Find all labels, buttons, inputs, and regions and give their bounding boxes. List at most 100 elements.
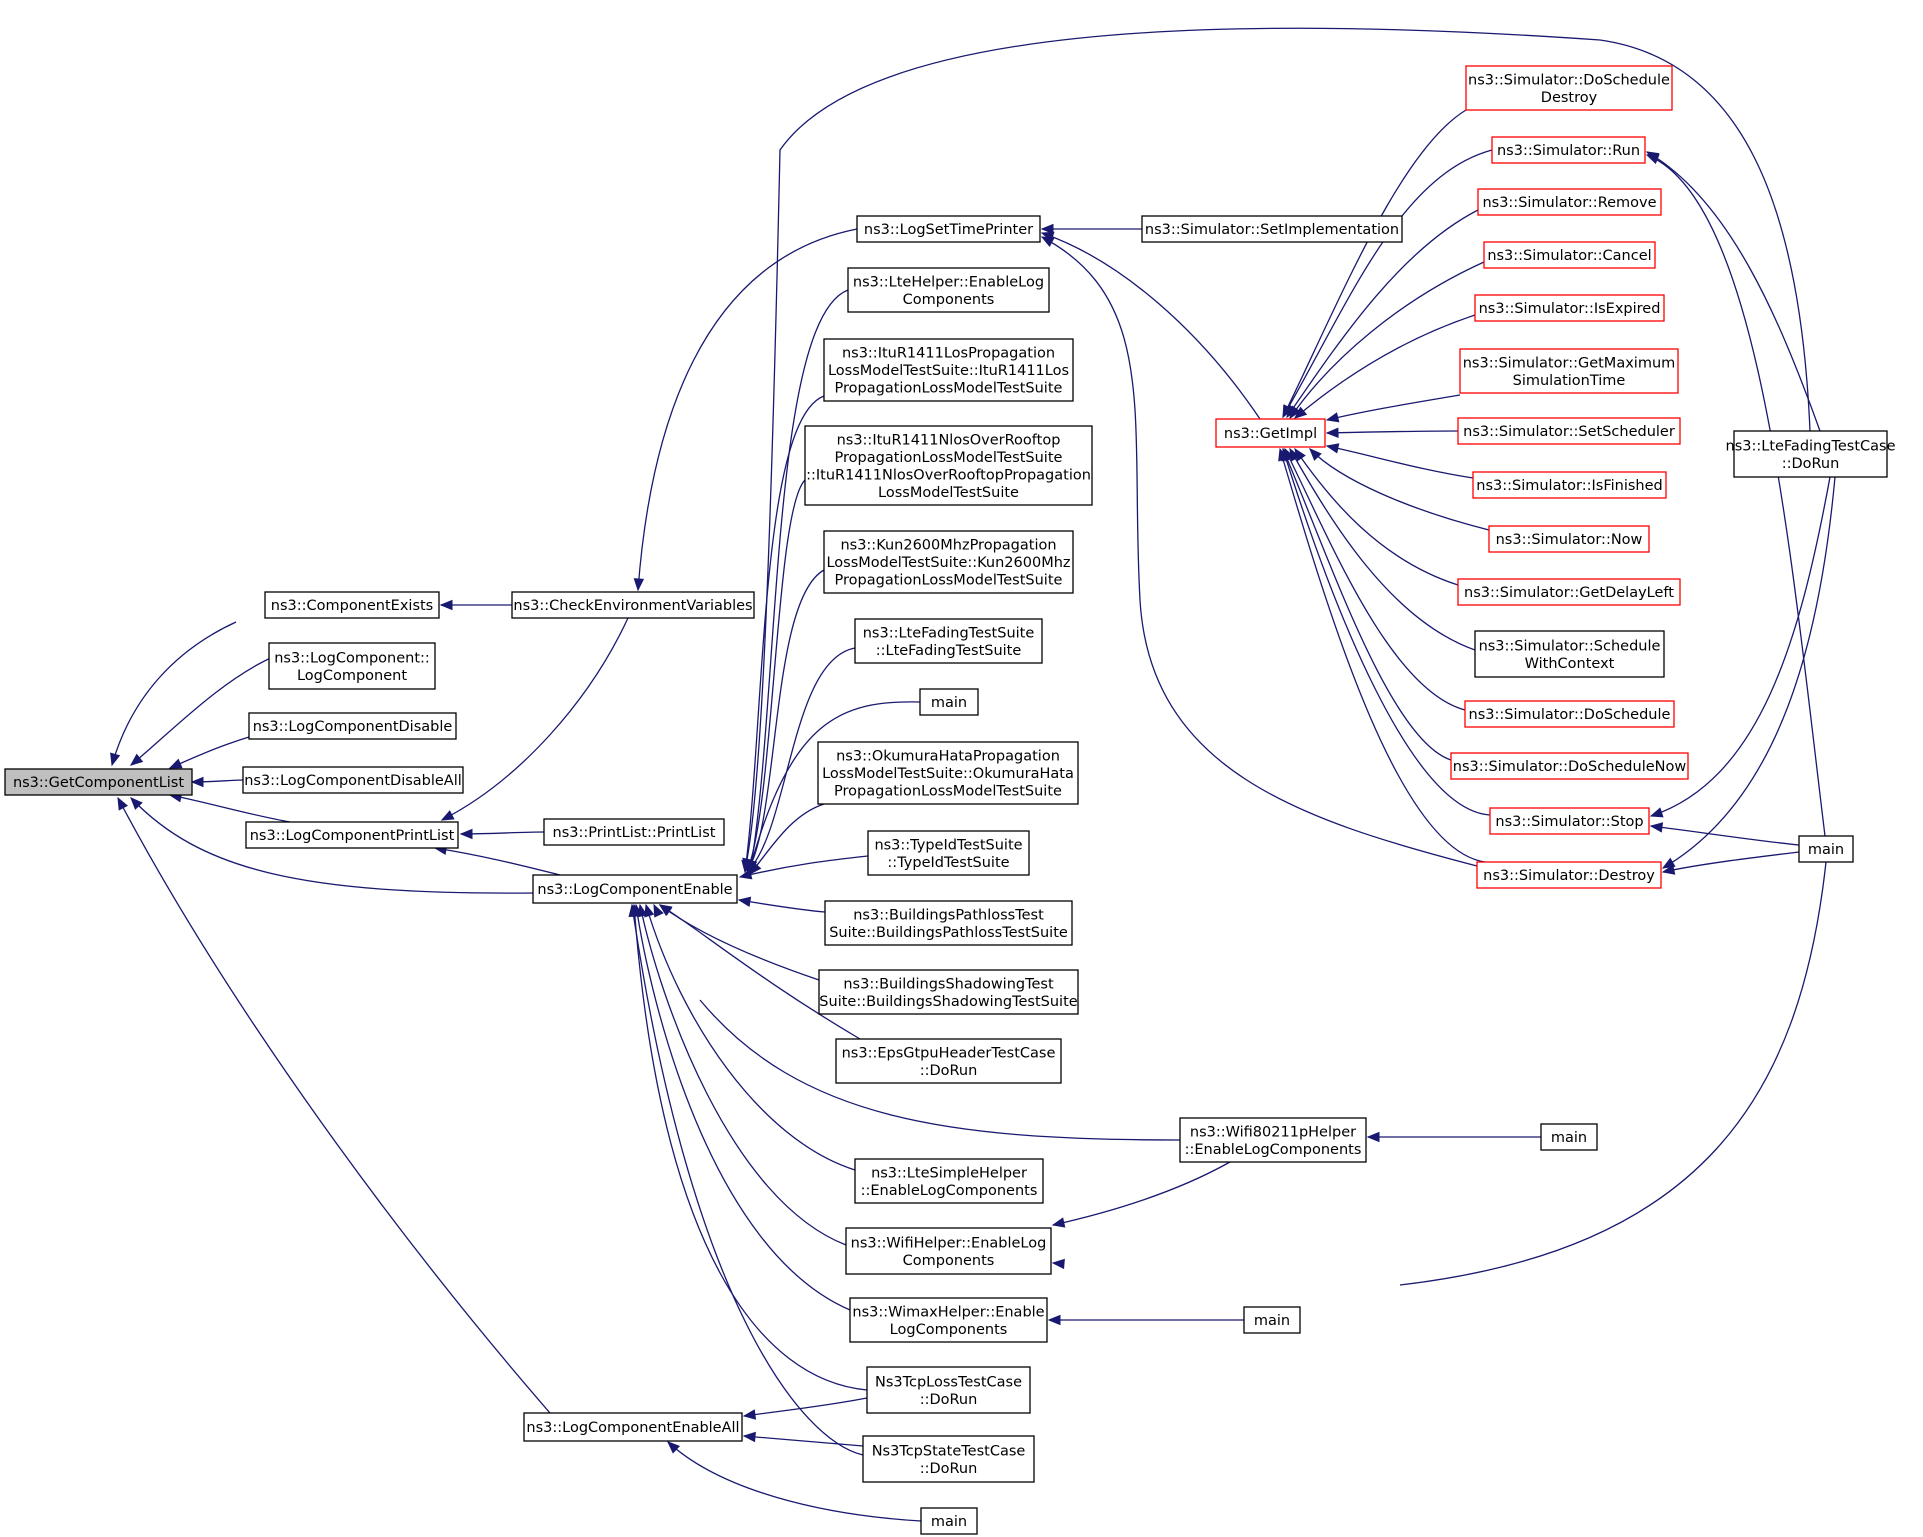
node-typeid-suite[interactable]: ns3::TypeIdTestSuite::TypeIdTestSuite <box>867 830 1030 876</box>
node-wifihelper-enablelog[interactable]: ns3::WifiHelper::EnableLogComponents <box>845 1227 1052 1275</box>
node-logsettimeprinter[interactable]: ns3::LogSetTimePrinter <box>856 215 1041 243</box>
node-box <box>1474 630 1665 678</box>
node-ltehelper-enablelog[interactable]: ns3::LteHelper::EnableLogComponents <box>847 267 1050 313</box>
node-main-a[interactable]: main <box>919 688 979 716</box>
node-getcomponentlist[interactable]: ns3::GetComponentList <box>4 768 193 796</box>
node-sim-run[interactable]: ns3::Simulator::Run <box>1491 136 1646 164</box>
node-label: main <box>1551 1130 1587 1146</box>
edge-logsettimeprinter-to-checkenvironmentvariables <box>633 228 858 592</box>
node-logcomponentdisableall[interactable]: ns3::LogComponentDisableAll <box>242 766 464 794</box>
node-sim-now[interactable]: ns3::Simulator::Now <box>1488 525 1650 553</box>
node-kun2600-suite[interactable]: ns3::Kun2600MhzPropagationLossModelTestS… <box>823 530 1074 594</box>
node-sim-cancel[interactable]: ns3::Simulator::Cancel <box>1483 241 1656 269</box>
node-label: ns3::Simulator::DoScheduleNow <box>1453 759 1687 775</box>
node-label: ns3::WifiHelper::EnableLog <box>851 1235 1047 1251</box>
node-label: ::LteFadingTestSuite <box>876 643 1022 659</box>
edge-itur1411nlos-suite-to-logcomponentenable <box>746 479 806 874</box>
node-logcomponentprintlist[interactable]: ns3::LogComponentPrintList <box>245 821 459 849</box>
node-box <box>1179 1117 1367 1163</box>
edge-sim-isexpired-to-getimpl <box>1293 314 1476 419</box>
node-label: ns3::LteHelper::EnableLog <box>853 274 1044 290</box>
node-box <box>823 530 1074 594</box>
node-wimaxhelper-enablelog[interactable]: ns3::WimaxHelper::EnableLogComponents <box>849 1297 1048 1343</box>
node-buildingsshadowing-suite[interactable]: ns3::BuildingsShadowingTestSuite::Buildi… <box>818 969 1079 1015</box>
node-label: PropagationLossModelTestSuite <box>835 381 1063 397</box>
node-label: Components <box>903 292 995 308</box>
node-sim-isfinished[interactable]: ns3::Simulator::IsFinished <box>1472 471 1667 499</box>
node-ltesimplehelper-enablelog[interactable]: ns3::LteSimpleHelper::EnableLogComponent… <box>854 1158 1044 1204</box>
edge-buildingspathloss-suite-to-logcomponentenable <box>737 896 826 913</box>
edge-main-e-to-wimaxhelper-enablelog <box>1047 1314 1244 1326</box>
node-wifi80211p-enablelog[interactable]: ns3::Wifi80211pHelper::EnableLogComponen… <box>1179 1117 1367 1163</box>
node-logcomponentdisable[interactable]: ns3::LogComponentDisable <box>248 712 457 740</box>
node-logcomponent-ctor[interactable]: ns3::LogComponent::LogComponent <box>268 642 436 690</box>
node-logcomponentenableall[interactable]: ns3::LogComponentEnableAll <box>523 1412 743 1442</box>
node-box <box>862 1435 1035 1483</box>
node-label: ns3::Simulator::SetImplementation <box>1145 222 1399 238</box>
edges-layer <box>110 27 1836 1522</box>
node-sim-remove[interactable]: ns3::Simulator::Remove <box>1477 188 1662 216</box>
node-printlist[interactable]: ns3::PrintList::PrintList <box>543 818 725 846</box>
node-sim-isexpired[interactable]: ns3::Simulator::IsExpired <box>1474 294 1665 322</box>
node-setimplementation[interactable]: ns3::Simulator::SetImplementation <box>1141 215 1403 243</box>
node-label: ns3::ItuR1411LosPropagation <box>842 346 1055 362</box>
arrowhead <box>190 776 204 788</box>
node-sim-stop[interactable]: ns3::Simulator::Stop <box>1489 807 1650 835</box>
node-box <box>4 768 193 796</box>
node-okumura-suite[interactable]: ns3::OkumuraHataPropagationLossModelTest… <box>817 741 1079 805</box>
node-logcomponentenable[interactable]: ns3::LogComponentEnable <box>532 874 738 904</box>
node-label: ns3::Simulator::SetScheduler <box>1463 424 1675 440</box>
node-main-e[interactable]: main <box>1243 1306 1301 1334</box>
node-box <box>268 642 436 690</box>
node-label: Suite::BuildingsPathlossTestSuite <box>829 925 1068 941</box>
edge-main-b-to-logcomponentenableall <box>667 1441 922 1522</box>
node-getimpl[interactable]: ns3::GetImpl <box>1215 418 1326 448</box>
arrowhead <box>440 810 455 821</box>
edge-ltesimplehelper-enablelog-to-logcomponentenable <box>644 903 856 1171</box>
node-componentexists[interactable]: ns3::ComponentExists <box>264 591 440 619</box>
node-sim-getdelayleft[interactable]: ns3::Simulator::GetDelayLeft <box>1457 578 1681 606</box>
node-box <box>511 591 755 619</box>
node-label: SimulationTime <box>1513 373 1626 389</box>
node-label: LogComponent <box>297 668 407 684</box>
arrowhead <box>742 1409 757 1420</box>
node-ltefading-dorun[interactable]: ns3::LteFadingTestCase::DoRun <box>1726 430 1896 478</box>
node-label: ::DoRun <box>1782 456 1840 472</box>
node-label: Ns3TcpLossTestCase <box>875 1374 1022 1390</box>
node-main-c[interactable]: main <box>1798 835 1854 863</box>
node-label: ns3::LteFadingTestCase <box>1726 438 1896 454</box>
node-main-d[interactable]: main <box>1540 1123 1598 1151</box>
node-label: ns3::CheckEnvironmentVariables <box>513 598 752 614</box>
node-ns3tcploss-dorun[interactable]: Ns3TcpLossTestCase::DoRun <box>866 1366 1031 1414</box>
edge-main-c-to-sim-run <box>1645 154 1826 837</box>
node-sim-destroy[interactable]: ns3::Simulator::Destroy <box>1476 861 1662 889</box>
node-label: ns3::Kun2600MhzPropagation <box>840 538 1056 554</box>
node-label: main <box>931 1514 967 1530</box>
node-box <box>856 215 1041 243</box>
node-buildingspathloss-suite[interactable]: ns3::BuildingsPathlossTestSuite::Buildin… <box>824 900 1073 946</box>
node-epsgtpu-dorun[interactable]: ns3::EpsGtpuHeaderTestCase::DoRun <box>835 1038 1062 1084</box>
arrowhead <box>1278 447 1289 462</box>
node-box <box>1489 807 1650 835</box>
node-label: LossModelTestSuite::Kun2600Mhz <box>826 555 1070 571</box>
node-ns3tcpstate-dorun[interactable]: Ns3TcpStateTestCase::DoRun <box>862 1435 1035 1483</box>
edge-sim-getdelayleft-to-getimpl <box>1294 447 1459 586</box>
edge-main-d-to-wifi80211p-enablelog <box>1366 1131 1542 1143</box>
node-main-b[interactable]: main <box>920 1507 978 1535</box>
edge-typeid-suite-to-logcomponentenable <box>738 855 869 880</box>
node-sim-doschedule[interactable]: ns3::Simulator::DoSchedule <box>1464 700 1675 728</box>
node-itur1411nlos-suite[interactable]: ns3::ItuR1411NlosOverRooftopPropagationL… <box>804 425 1093 506</box>
node-checkenvironmentvariables[interactable]: ns3::CheckEnvironmentVariables <box>511 591 755 619</box>
node-label: LossModelTestSuite::ItuR1411Los <box>828 363 1069 379</box>
node-box <box>523 1412 743 1442</box>
node-ltefading-suite[interactable]: ns3::LteFadingTestSuite::LteFadingTestSu… <box>854 618 1043 664</box>
node-itur1411los-suite[interactable]: ns3::ItuR1411LosPropagationLossModelTest… <box>823 338 1074 402</box>
node-label: ns3::PrintList::PrintList <box>553 825 716 841</box>
node-label: ::EnableLogComponents <box>1185 1142 1362 1158</box>
node-sim-doschedulenow[interactable]: ns3::Simulator::DoScheduleNow <box>1450 752 1689 780</box>
node-box <box>1733 430 1888 478</box>
node-sim-setscheduler[interactable]: ns3::Simulator::SetScheduler <box>1457 417 1681 445</box>
